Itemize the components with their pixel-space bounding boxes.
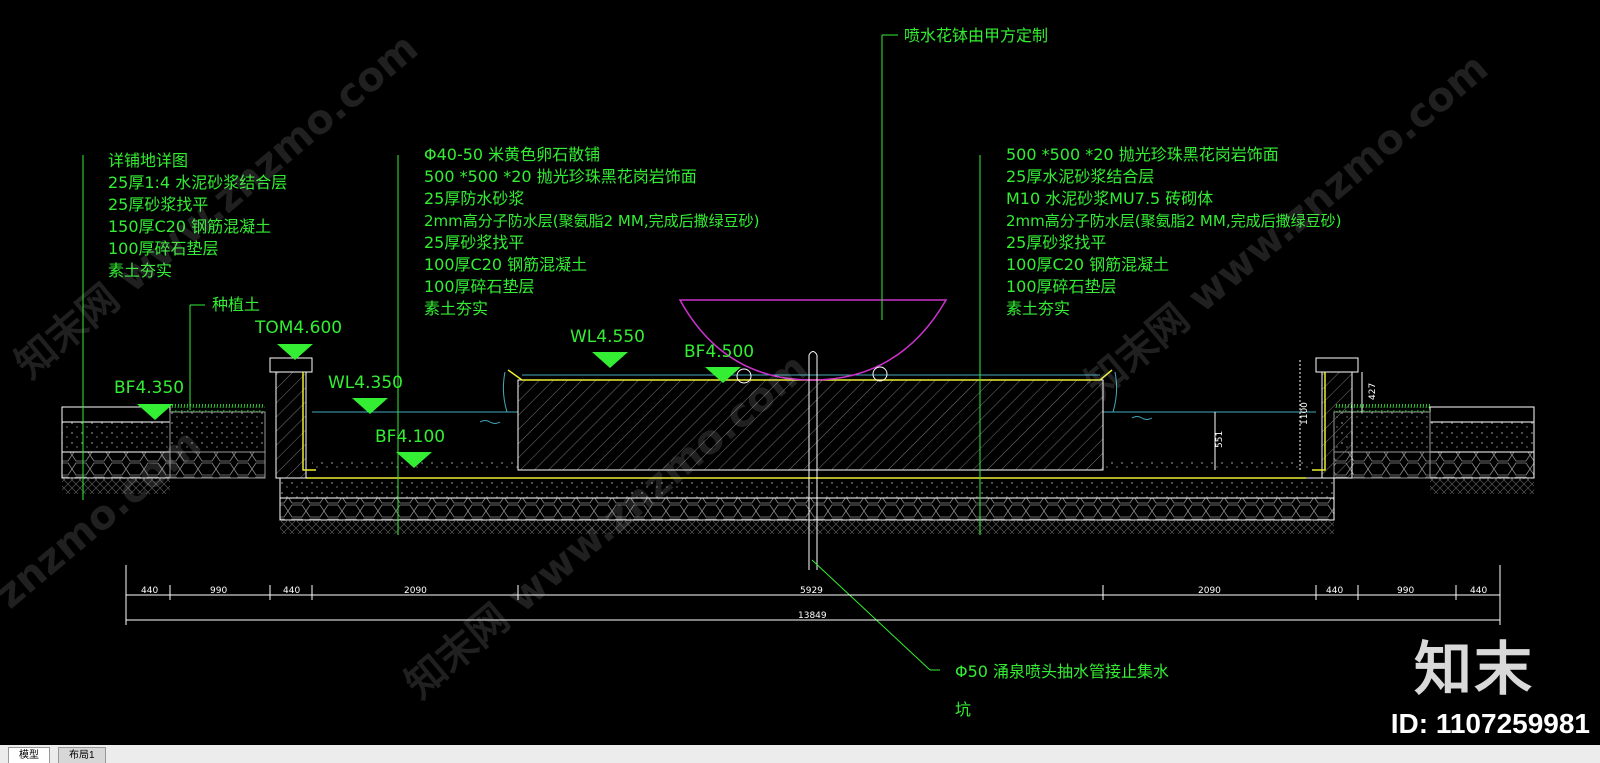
right-paving (1333, 404, 1535, 494)
vertical-dims: 551 1100 427 (1214, 360, 1378, 470)
dim-551: 551 (1215, 431, 1225, 448)
right-callout-3: M10 水泥砂浆MU7.5 砖砌体 (1006, 189, 1213, 208)
left-callout-3: 25厚砂浆找平 (108, 195, 208, 214)
id-label: ID: 1107259981 (1390, 708, 1590, 739)
watermarks: 知末网 www.znzmo.com 知末网 www.znzmo.com 知末网 … (0, 25, 1497, 708)
pipe-note-2: 坑 (955, 700, 971, 719)
mid-callout-3: 25厚防水砂浆 (424, 189, 524, 208)
fountain-pipe (808, 351, 818, 570)
dim-440-d: 440 (1470, 586, 1487, 596)
left-callout-5: 100厚碎石垫层 (108, 239, 219, 258)
left-callout-6: 素土夯实 (108, 261, 172, 280)
dim-990-a: 990 (210, 586, 227, 596)
section-drawing: 551 1100 427 440 990 440 2090 5929 2090 … (0, 25, 1535, 719)
dim-440-b: 440 (283, 586, 300, 596)
dim-440-a: 440 (141, 586, 158, 596)
left-callout-2: 25厚1:4 水泥砂浆结合层 (108, 173, 287, 192)
elev-bf-center: BF4.500 (684, 342, 754, 362)
fountain-bowl (678, 299, 948, 384)
left-callout-4: 150厚C20 钢筋混凝土 (108, 217, 271, 236)
dim-427: 427 (1368, 383, 1378, 400)
brand-logo: 知末 (1413, 635, 1534, 703)
right-callout: 500 *500 *20 抛光珍珠黑花岗岩饰面 25厚水泥砂浆结合层 M10 水… (1006, 145, 1341, 318)
right-callout-1: 500 *500 *20 抛光珍珠黑花岗岩饰面 (1006, 145, 1279, 164)
dim-1100: 1100 (1300, 402, 1310, 425)
leaders (82, 34, 981, 671)
elev-wl-center: WL4.550 (570, 327, 645, 347)
right-wall (1312, 357, 1359, 479)
mid-callout: Φ40-50 米黄色卵石散铺 500 *500 *20 抛光珍珠黑花岗岩饰面 2… (424, 145, 759, 318)
pool-base (279, 477, 1335, 534)
elev-wl-left: WL4.350 (328, 373, 403, 393)
elevation-markers (137, 344, 741, 468)
dim-2090-a: 2090 (404, 586, 427, 596)
mid-callout-6: 100厚C20 钢筋混凝土 (424, 255, 587, 274)
dim-2090-b: 2090 (1198, 586, 1221, 596)
elev-bf-left: BF4.350 (114, 378, 184, 398)
tab-model[interactable]: 模型 (8, 747, 50, 763)
elev-tom: TOM4.600 (254, 318, 342, 338)
mid-callout-4: 2mm高分子防水层(聚氨脂2 MM,完成后撒绿豆砂) (424, 212, 759, 230)
dim-990-b: 990 (1397, 586, 1414, 596)
dim-5929: 5929 (800, 586, 823, 596)
right-callout-2: 25厚水泥砂浆结合层 (1006, 167, 1154, 186)
left-callout-1: 详铺地详图 (108, 151, 188, 170)
left-wall (269, 357, 316, 479)
pipe-note-1: Φ50 涌泉喷头抽水管接止集水 (955, 662, 1169, 681)
central-pool (502, 369, 1118, 471)
elevation-labels: BF4.350 TOM4.600 WL4.350 BF4.100 WL4.550… (114, 318, 754, 447)
mid-callout-7: 100厚碎石垫层 (424, 277, 535, 296)
right-callout-5: 25厚砂浆找平 (1006, 233, 1106, 252)
right-callout-7: 100厚碎石垫层 (1006, 277, 1117, 296)
bowl-note: 喷水花钵由甲方定制 (904, 26, 1048, 45)
layout-tab-bar: 模型 布局1 (0, 745, 1600, 763)
left-callout: 详铺地详图 25厚1:4 水泥砂浆结合层 25厚砂浆找平 150厚C20 钢筋混… (108, 151, 287, 314)
dim-total: 13849 (798, 611, 827, 621)
mid-callout-8: 素土夯实 (424, 299, 488, 318)
mid-callout-1: Φ40-50 米黄色卵石散铺 (424, 145, 600, 164)
elev-bf-pool: BF4.100 (375, 427, 445, 447)
planting-soil-label: 种植土 (212, 295, 260, 314)
dimension-chain: 440 990 440 2090 5929 2090 440 990 440 1… (125, 565, 1501, 625)
dim-440-c: 440 (1326, 586, 1343, 596)
right-callout-6: 100厚C20 钢筋混凝土 (1006, 255, 1169, 274)
mid-callout-2: 500 *500 *20 抛光珍珠黑花岗岩饰面 (424, 167, 697, 186)
watermark-1: 知末网 www.znzmo.com (7, 25, 427, 388)
left-paving (61, 404, 266, 494)
mid-callout-5: 25厚砂浆找平 (424, 233, 524, 252)
right-callout-4: 2mm高分子防水层(聚氨脂2 MM,完成后撒绿豆砂) (1006, 212, 1341, 230)
right-callout-8: 素土夯实 (1006, 299, 1070, 318)
tab-layout1[interactable]: 布局1 (58, 747, 106, 763)
